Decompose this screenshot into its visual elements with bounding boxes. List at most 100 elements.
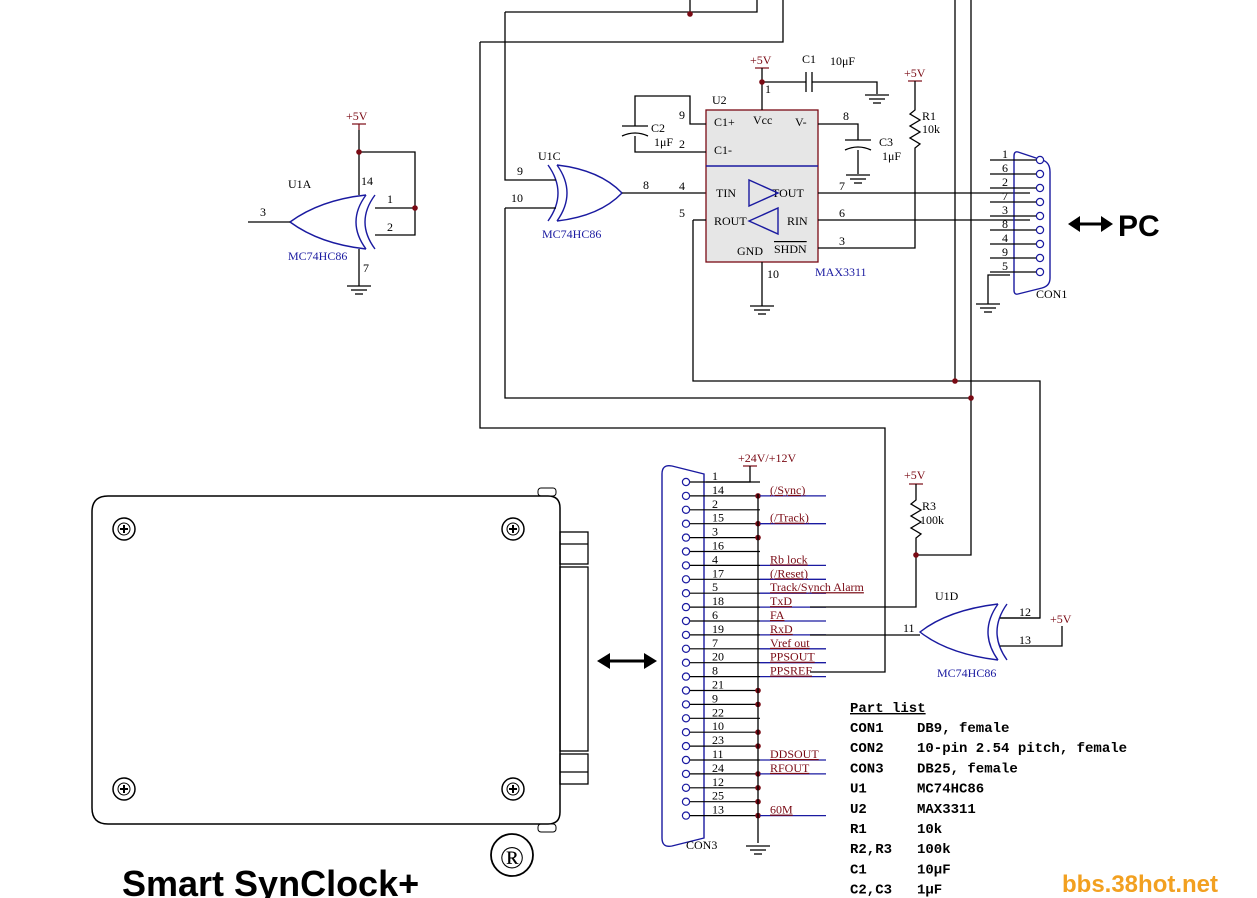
u2-rout-label: ROUT bbox=[714, 214, 747, 228]
part-ref: C1 bbox=[850, 862, 867, 878]
con3-pin-hole bbox=[681, 741, 691, 751]
u2-gnd-label: GND bbox=[737, 244, 763, 258]
part-ref: U2 bbox=[850, 802, 867, 818]
con1-pin-hole bbox=[1035, 253, 1045, 263]
con3-signal-label: (/Sync) bbox=[770, 483, 805, 497]
con3-pin-hole bbox=[681, 728, 691, 737]
device-name: Smart SynClock+ bbox=[122, 863, 419, 898]
pc-label: PC bbox=[1118, 210, 1160, 243]
con3-pin-number: 19 bbox=[712, 622, 724, 636]
part-ref: CON1 bbox=[850, 721, 884, 737]
con3-pin-hole bbox=[681, 714, 691, 723]
u1a-pin14: 14 bbox=[361, 174, 373, 188]
part-desc: DB9, female bbox=[917, 721, 1009, 737]
con1-pin-hole bbox=[1035, 211, 1045, 221]
u1d-supply-label: +5V bbox=[1050, 612, 1072, 626]
con3-pin-number: 6 bbox=[712, 608, 718, 622]
con1-pin-number: 3 bbox=[1002, 203, 1008, 217]
u2-vcc-label: Vcc bbox=[753, 113, 772, 127]
u2-vcc-supply-label: +5V bbox=[750, 53, 772, 67]
con3-pin-number: 10 bbox=[712, 719, 724, 733]
part-list-title: Part list bbox=[850, 701, 926, 717]
con1-pin-number: 5 bbox=[1002, 259, 1008, 273]
u1d-part: MC74HC86 bbox=[937, 666, 996, 680]
con3-pin-hole bbox=[681, 547, 691, 556]
u2-rin-label: RIN bbox=[787, 214, 808, 228]
u2-c1p-label: C1+ bbox=[714, 115, 735, 129]
part-desc: 10μF bbox=[917, 862, 951, 878]
part-ref: C2,C3 bbox=[850, 883, 892, 898]
con3-pin-hole bbox=[681, 519, 691, 528]
screw-bottom-left-icon bbox=[112, 777, 136, 801]
con3-pin-hole bbox=[681, 644, 691, 654]
con3-name: CON3 bbox=[686, 838, 717, 852]
screw-top-left-icon bbox=[112, 517, 136, 541]
con1-pin-number: 2 bbox=[1002, 175, 1008, 189]
u2-vm-label: V- bbox=[795, 115, 807, 129]
con3-pin-number: 4 bbox=[712, 552, 718, 566]
part-desc: MAX3311 bbox=[917, 802, 976, 818]
c3-name: C3 bbox=[879, 135, 893, 149]
screw-bottom-right-icon bbox=[501, 777, 525, 801]
con3-signal-label: RFOUT bbox=[770, 761, 810, 775]
con3-pin-number: 11 bbox=[712, 747, 724, 761]
u1c-gate: U1C 9 10 8 MC74HC86 bbox=[511, 149, 706, 241]
con1-pin-number: 9 bbox=[1002, 245, 1008, 259]
con3-pin-number: 25 bbox=[712, 789, 724, 803]
con1-name: CON1 bbox=[1036, 287, 1067, 301]
con1-pin-number: 1 bbox=[1002, 147, 1008, 161]
c3-value: 1μF bbox=[882, 149, 901, 163]
con3-pin-number: 13 bbox=[712, 803, 724, 817]
r1-value: 10k bbox=[922, 122, 940, 136]
con3-pin-hole bbox=[681, 561, 691, 570]
con3-pin-hole bbox=[681, 658, 691, 667]
con1-pin-number: 7 bbox=[1002, 189, 1008, 203]
con3-pin-number: 9 bbox=[712, 691, 718, 705]
con3-signal-label: RxD bbox=[770, 622, 793, 636]
u1a-part: MC74HC86 bbox=[288, 249, 347, 263]
con3-pin-number: 21 bbox=[712, 678, 724, 692]
con3-pin-hole bbox=[681, 686, 691, 695]
u1c-pin8: 8 bbox=[643, 178, 649, 192]
u1a-pin3: 3 bbox=[260, 205, 266, 219]
registered-mark: ® bbox=[500, 839, 524, 875]
u2-pin4: 4 bbox=[679, 179, 685, 193]
r3-supply-label: +5V bbox=[904, 468, 926, 482]
u2-tin-label: TIN bbox=[716, 186, 736, 200]
con3-pin-number: 2 bbox=[712, 497, 718, 511]
u2-shdn-label: SHDN bbox=[774, 242, 807, 256]
u2-name: U2 bbox=[712, 93, 727, 107]
con3-pin-number: 24 bbox=[712, 761, 724, 775]
con1-pin-hole bbox=[1035, 197, 1045, 207]
routing-wires bbox=[479, 0, 1041, 673]
smart-synclock-device: Smart SynClock+ ® bbox=[91, 487, 657, 898]
r3-value: 100k bbox=[920, 513, 944, 527]
u1d-pin12: 12 bbox=[1019, 605, 1031, 619]
r1-supply-label: +5V bbox=[904, 66, 926, 80]
part-desc: DB25, female bbox=[917, 761, 1018, 777]
con3-pin-hole bbox=[681, 575, 691, 584]
con1-pin-hole bbox=[1035, 169, 1045, 179]
con3-pin-hole bbox=[681, 811, 691, 820]
part-desc: 10k bbox=[917, 822, 942, 838]
c2-value: 1μF bbox=[654, 135, 673, 149]
u1c-part: MC74HC86 bbox=[542, 227, 601, 241]
part-desc: 10-pin 2.54 pitch, female bbox=[917, 741, 1127, 757]
con3-pin-number: 5 bbox=[712, 580, 718, 594]
con1-pin-hole bbox=[1035, 183, 1045, 193]
con3-signal-label: (/Track) bbox=[770, 511, 809, 525]
con3-pin-number: 18 bbox=[712, 594, 724, 608]
u1a-name: U1A bbox=[288, 177, 312, 191]
con3-signal-label: Track/Synch Alarm bbox=[770, 580, 865, 594]
con3-pin-hole bbox=[681, 602, 691, 612]
con1-pin-hole bbox=[1035, 239, 1045, 249]
con3-supply-label: +24V/+12V bbox=[738, 451, 797, 465]
r1-name: R1 bbox=[922, 109, 936, 123]
u2-pin6: 6 bbox=[839, 206, 845, 220]
con1-pin-number: 6 bbox=[1002, 161, 1008, 175]
con3-pin-hole bbox=[681, 672, 691, 681]
con3-pin-number: 1 bbox=[712, 469, 718, 483]
u2-pin5: 5 bbox=[679, 206, 685, 220]
con3-signal-label: DDSOUT bbox=[770, 747, 819, 761]
